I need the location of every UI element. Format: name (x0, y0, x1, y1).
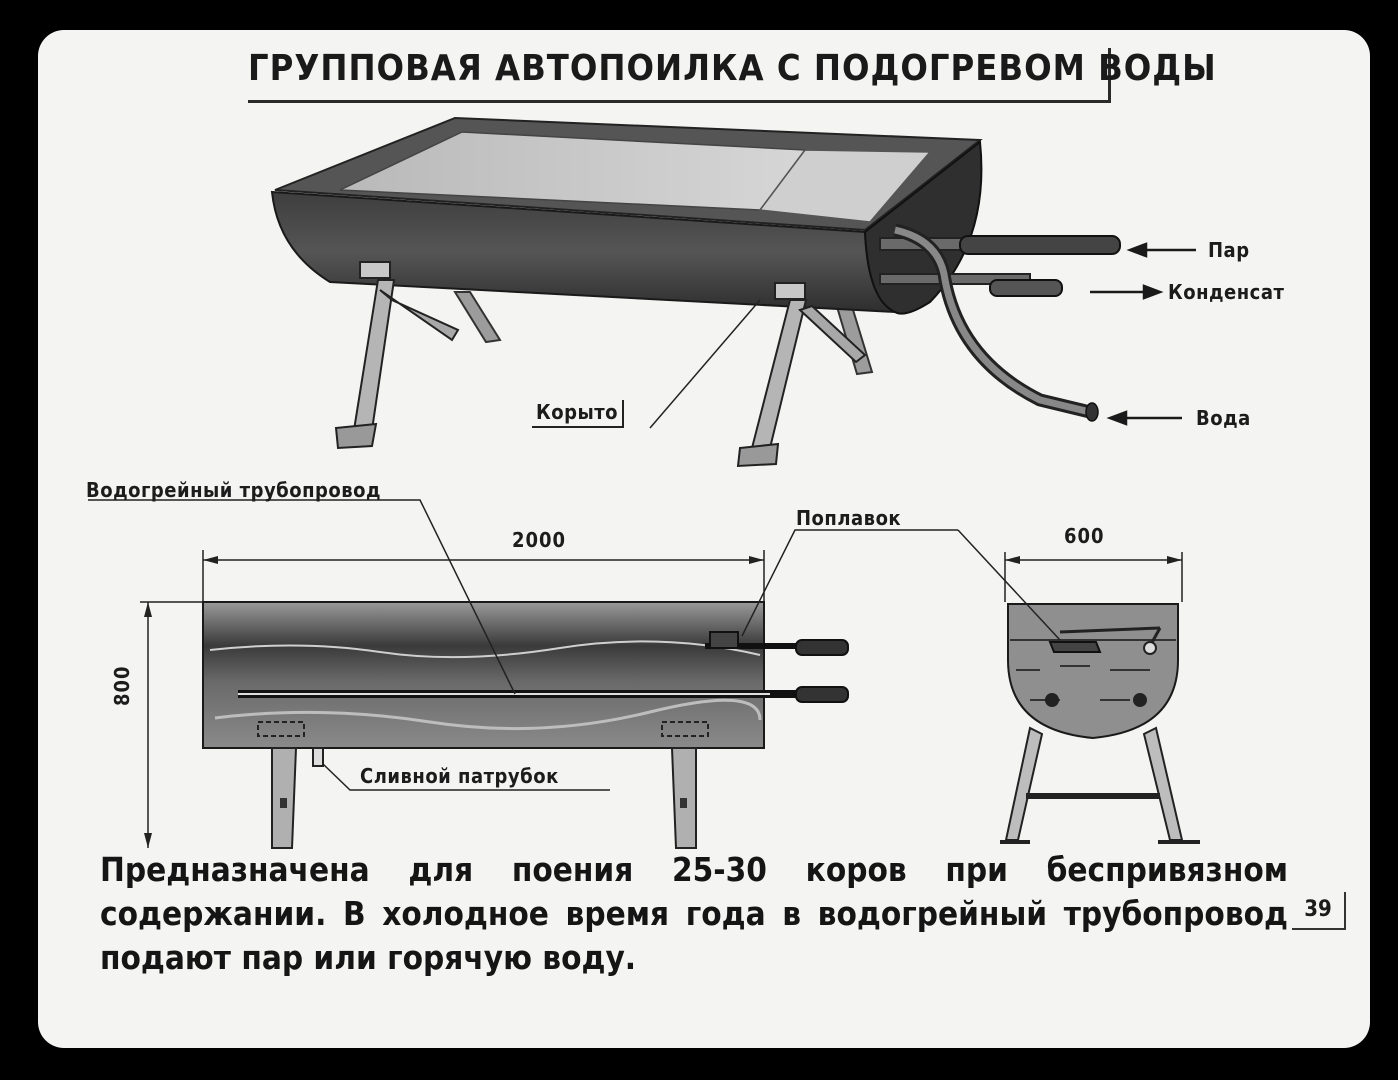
label-condensate: Конденсат (1168, 280, 1285, 304)
flow-arrows (1090, 242, 1196, 426)
trough-3d-drawing (270, 116, 1121, 468)
label-steam: Пар (1208, 238, 1250, 262)
page-number: 39 (1292, 892, 1346, 930)
dimension-length: 2000 (512, 528, 567, 552)
caption-text: Предназначена для поения 25-30 коров при… (100, 850, 1288, 977)
label-heating-pipe: Водогрейный трубопровод (86, 478, 382, 502)
label-float: Поплавок (796, 506, 902, 530)
cross-section-drawing (957, 529, 1200, 844)
label-water: Вода (1196, 406, 1251, 430)
dimension-width: 600 (1064, 524, 1105, 548)
label-trough: Корыто (532, 400, 625, 428)
slide-title: ГРУППОВАЯ АВТОПОИЛКА С ПОДОГРЕВОМ ВОДЫ (248, 48, 1216, 103)
label-drain-pipe: Сливной патрубок (360, 764, 559, 788)
side-section-drawing (88, 499, 958, 849)
dimension-height: 800 (110, 665, 134, 706)
